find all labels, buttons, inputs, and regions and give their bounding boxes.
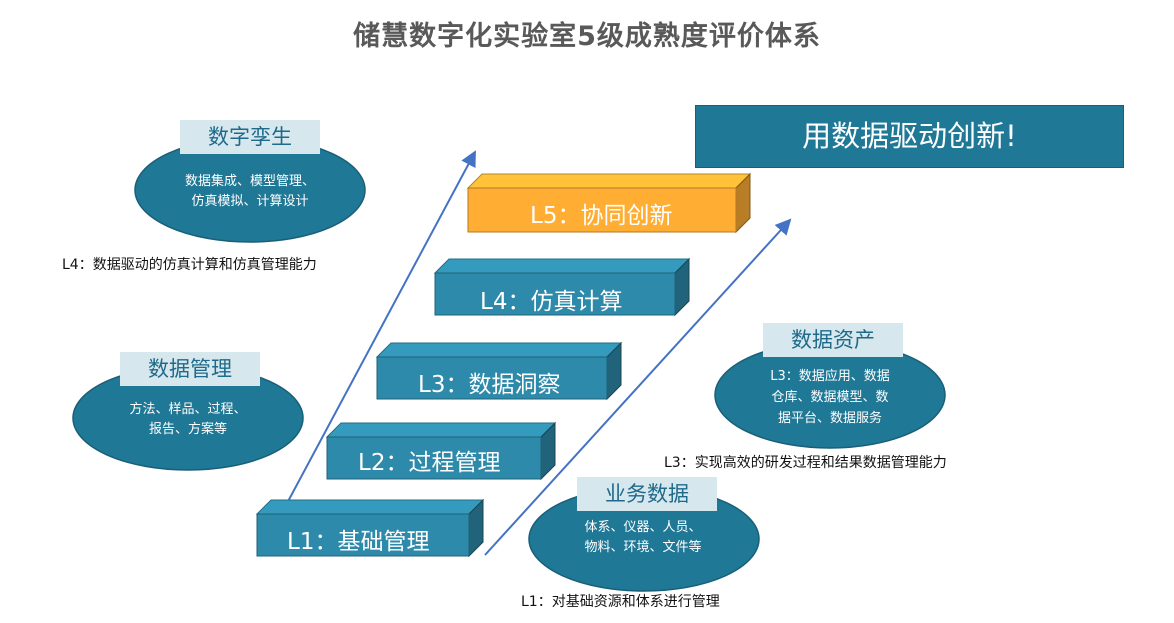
page-title: 储慧数字化实验室5级成熟度评价体系 [353,21,821,52]
data-management-line-2: 报告、方案等 [148,422,227,437]
data-management-description: 方法、样品、过程、 报告、方案等 [93,400,283,440]
data-assets-line-3: 据平台、数据服务 [777,411,882,426]
innovation-banner: 用数据驱动创新! [695,105,1124,168]
digital-twin-line-2: 仿真模拟、计算设计 [191,194,309,209]
tag-business-data: 业务数据 [577,477,717,511]
level-3-front-face [376,356,608,400]
level-3-label: L3：数据洞察 [418,372,561,398]
level-1-front-face [256,513,470,557]
level-2-label: L2：过程管理 [358,450,501,476]
level-4-front-face [434,272,676,316]
data-assets-line-1: L3：数据应用、数据 [770,369,890,384]
level-2-top-face [325,422,557,438]
level-5-label: L5：协同创新 [530,203,673,229]
tag-digital-twin: 数字孪生 [180,120,320,154]
level-1-label: L1：基础管理 [287,529,430,555]
business-data-line-1: 体系、仪器、人员、 [584,520,702,535]
level-1-top-face [255,499,485,515]
right-growth-arrow [484,218,792,556]
level-5-front-face [467,187,737,233]
left-growth-arrow [261,150,476,551]
level-3-top-face [375,342,623,358]
business-data-description: 体系、仪器、人员、 物料、环境、文件等 [548,518,738,558]
data-management-line-1: 方法、样品、过程、 [129,402,247,417]
note-l4: L4：数据驱动的仿真计算和仿真管理能力 [62,257,317,273]
level-4-top-face [433,258,691,274]
tag-data-assets: 数据资产 [763,323,903,357]
digital-twin-line-1: 数据集成、模型管理、 [184,174,315,189]
note-l1: L1：对基础资源和体系进行管理 [521,594,720,610]
level-4-label: L4：仿真计算 [480,289,623,315]
data-assets-line-2: 仓库、数据模型、数 [771,390,889,405]
data-assets-description: L3：数据应用、数据 仓库、数据模型、数 据平台、数据服务 [735,366,925,429]
note-l3: L3：实现高效的研发过程和结果数据管理能力 [664,455,947,471]
tag-data-management: 数据管理 [120,352,260,386]
level-2-front-face [326,436,542,480]
level-5-top-face [466,173,752,189]
business-data-line-2: 物料、环境、文件等 [584,540,702,555]
digital-twin-description: 数据集成、模型管理、 仿真模拟、计算设计 [155,172,345,212]
